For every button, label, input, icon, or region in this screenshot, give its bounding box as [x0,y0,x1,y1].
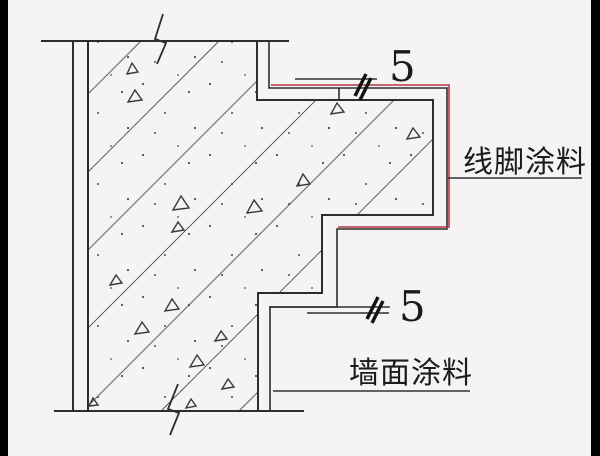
break-symbol-bottom [166,383,181,436]
break-symbols [153,13,181,436]
dimension-value-bottom: 5 [399,282,426,331]
dimension-bottom: 5 [307,282,426,331]
dimension-value-top: 5 [389,42,416,91]
dimension-ticks-bottom [365,296,385,324]
label-molding-coating-text: 线脚涂料 [463,145,587,180]
label-molding-coating: 线脚涂料 [448,145,587,180]
coating-outline [268,40,448,412]
label-wall-coating-text: 墙面涂料 [349,356,473,391]
wall-outline [41,40,434,412]
right-letterbox-bar [591,0,600,456]
aggregate-triangles [88,61,422,409]
wall-step-profile [256,40,434,412]
dimension-top: 5 [295,42,416,101]
break-symbol-top [153,13,168,65]
dimension-ticks-top [353,73,373,101]
label-wall-coating: 墙面涂料 [273,356,473,392]
left-letterbox-bar [0,0,8,456]
